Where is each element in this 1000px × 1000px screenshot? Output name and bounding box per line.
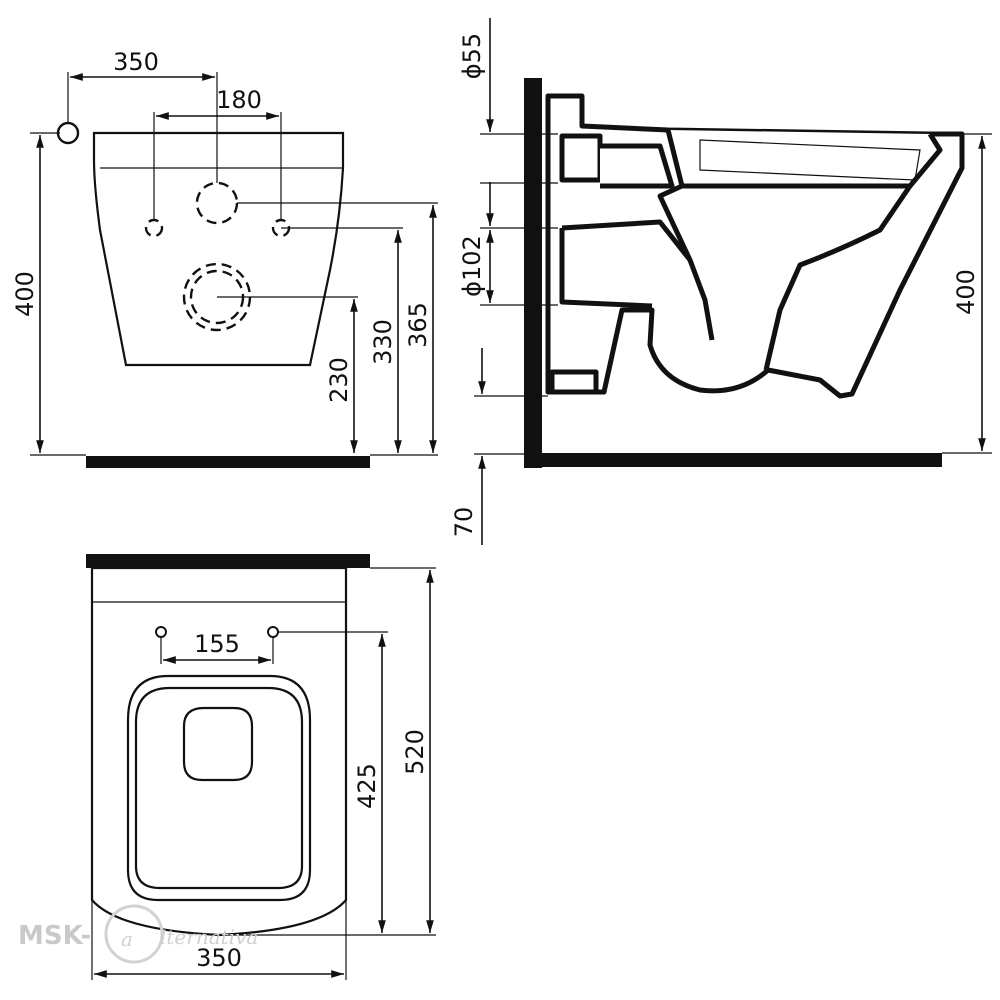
- front-drain-height-label: 230: [325, 357, 353, 403]
- side-view: ϕ55 ϕ102 70 400: [450, 18, 992, 545]
- top-lid-handle: [182, 706, 254, 782]
- front-view: 350 180 400 230 330 365: [11, 48, 438, 468]
- front-inlet-height-label: 365: [404, 302, 432, 348]
- side-height-label: 400: [952, 269, 980, 315]
- side-wall: [524, 78, 542, 468]
- watermark-logo-icon: [104, 904, 164, 964]
- front-bolt-height-label: 330: [369, 319, 397, 365]
- top-bolt-spacing-label: 155: [194, 630, 240, 658]
- front-height-label: 400: [11, 271, 39, 317]
- watermark-script: lternativa: [160, 925, 258, 949]
- top-view: 155 425 520 350: [86, 554, 436, 980]
- front-floor-bar: [86, 456, 370, 468]
- top-bolt-left: [155, 626, 167, 638]
- top-bolt-depth-label: 425: [353, 763, 381, 809]
- side-floor-gap-label: 70: [450, 507, 478, 538]
- side-inlet-diameter-label: ϕ55: [458, 33, 486, 79]
- svg-text:a: a: [121, 927, 133, 951]
- top-bolt-right: [267, 626, 279, 638]
- side-floor: [524, 453, 942, 467]
- front-width-label: 350: [113, 48, 159, 76]
- front-bolt-spacing-label: 180: [216, 86, 262, 114]
- watermark-brand: MSK-: [18, 921, 91, 951]
- top-length-label: 520: [401, 729, 429, 775]
- top-wall-bar: [86, 554, 370, 568]
- side-outlet-diameter-label: ϕ102: [458, 235, 486, 297]
- front-pipe-symbol: [56, 121, 80, 145]
- watermark: MSK- a lternativa: [18, 904, 258, 964]
- top-width-label: 350: [196, 944, 242, 972]
